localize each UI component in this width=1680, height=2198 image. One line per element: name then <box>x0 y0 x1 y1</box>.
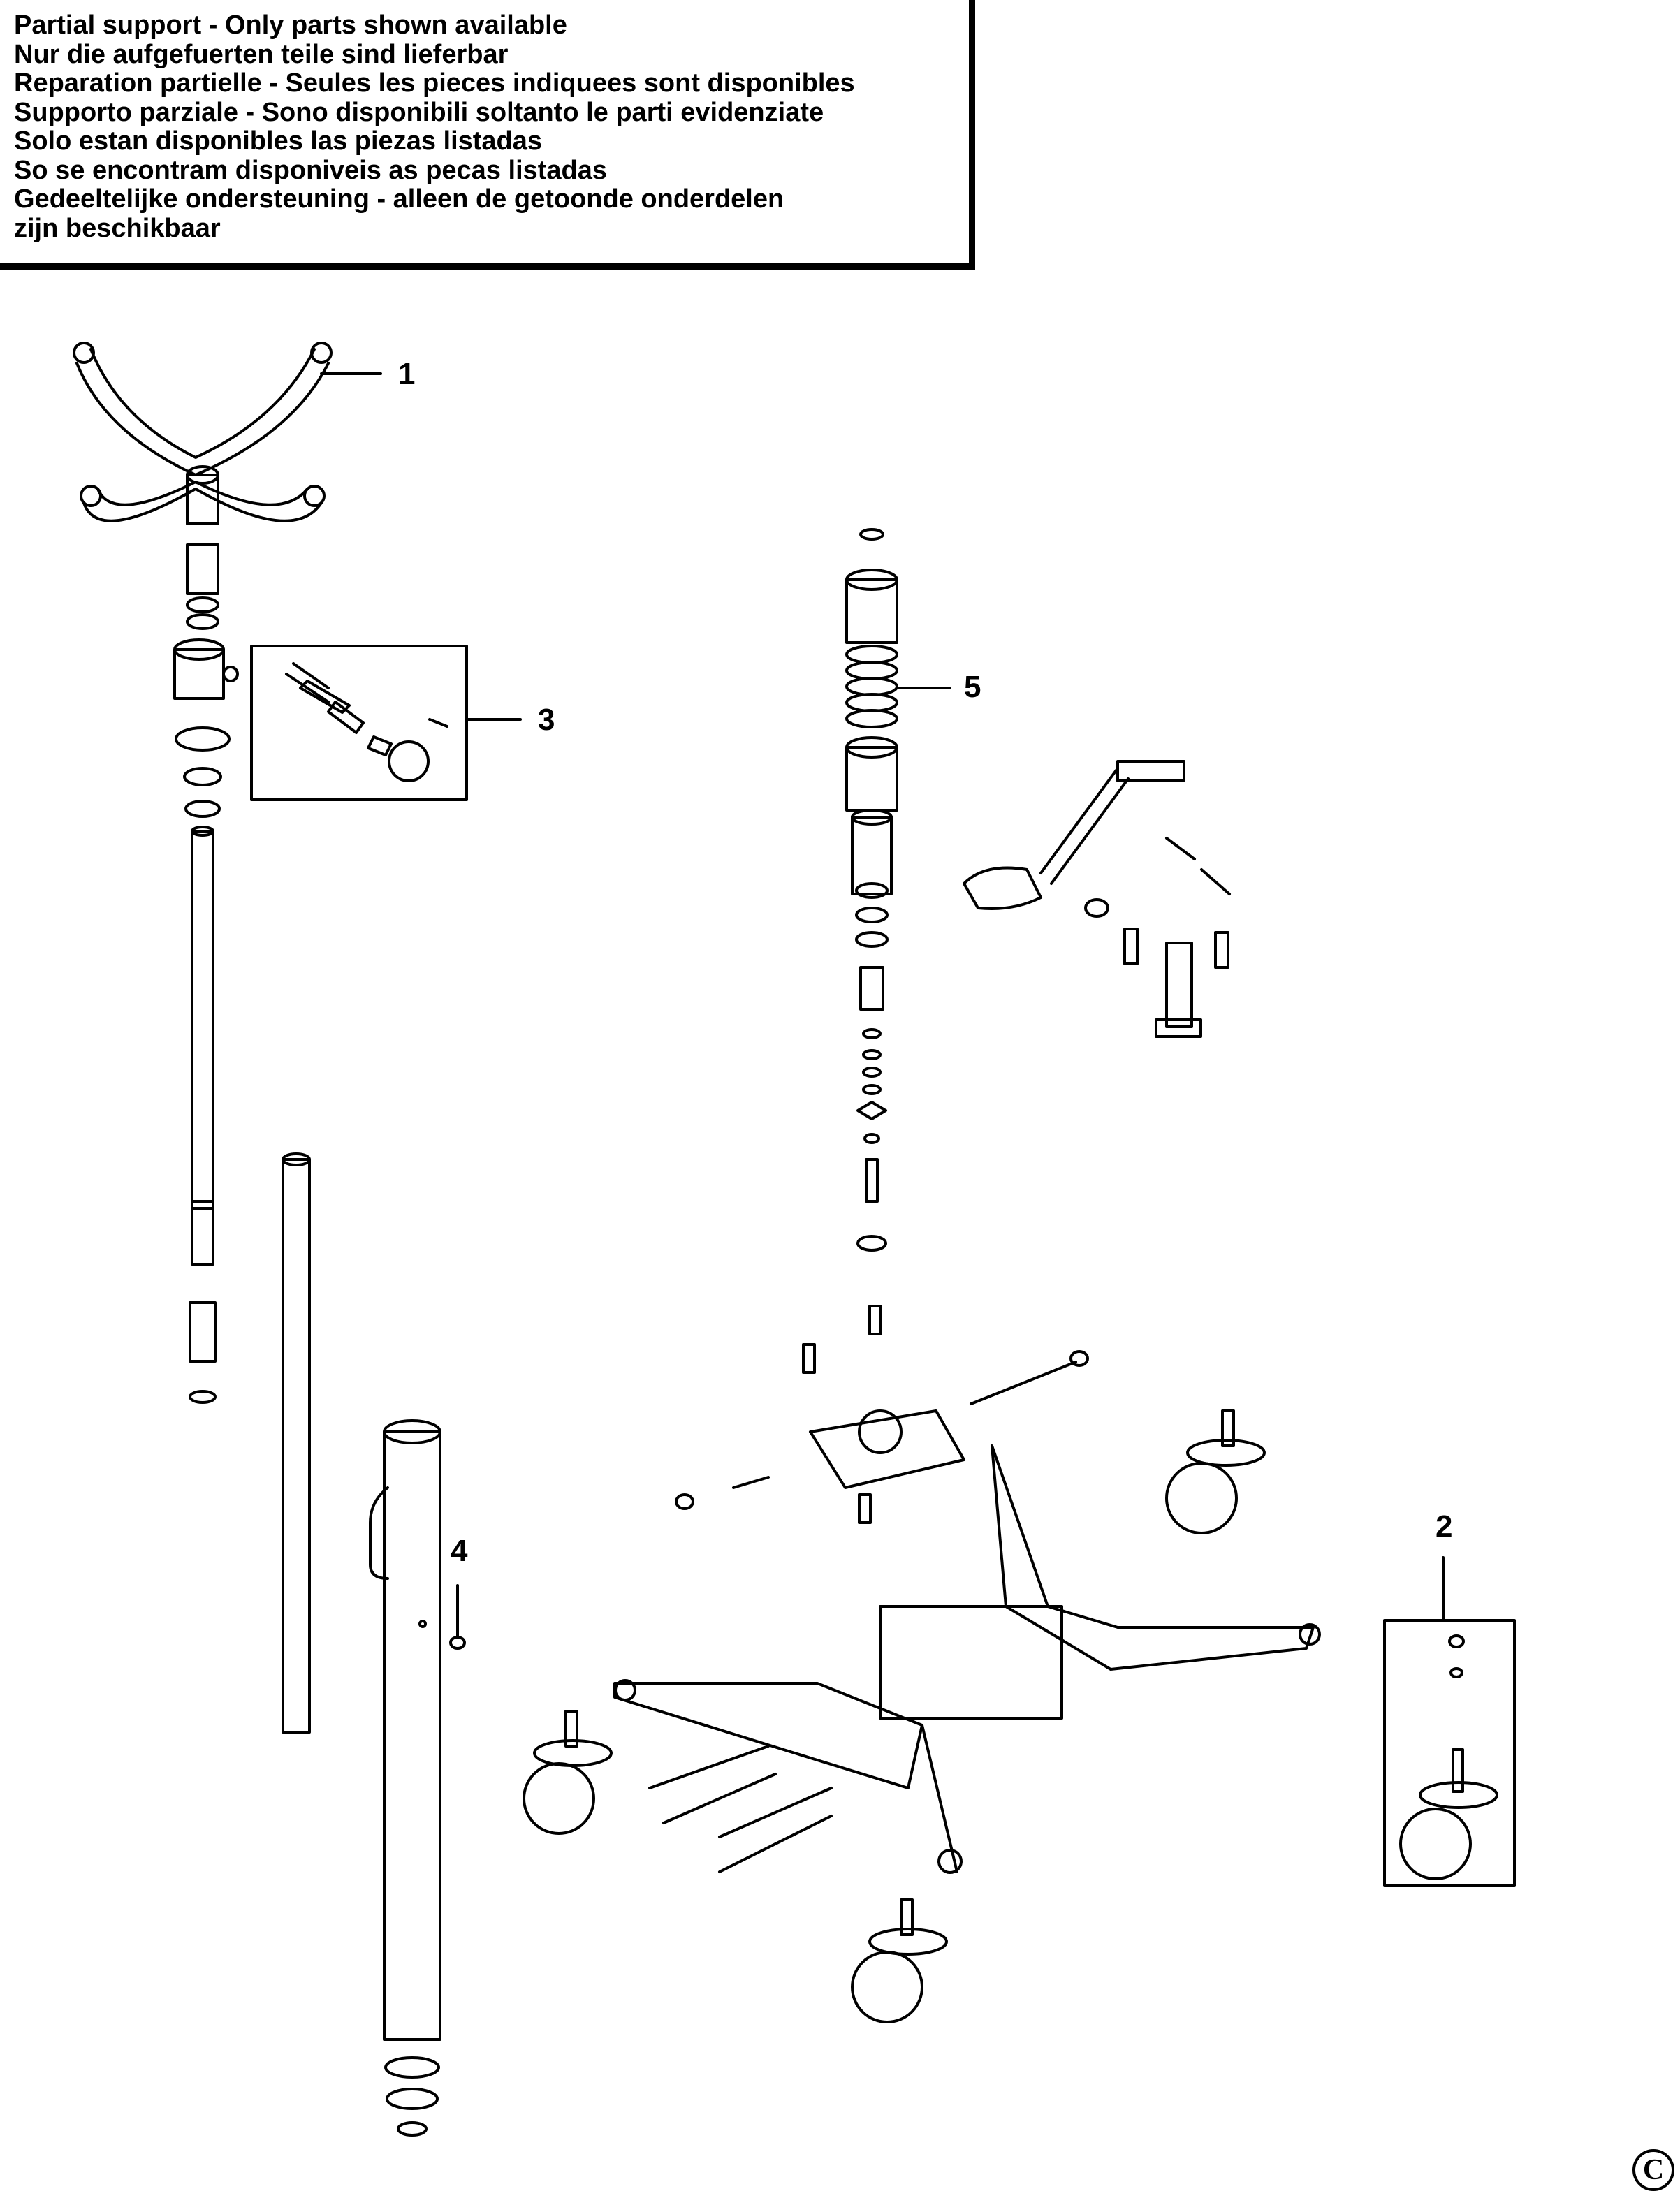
notice-line-pt: So se encontram disponiveis as pecas lis… <box>14 155 608 185</box>
notice-line-nl: Gedeeltelijke ondersteuning - alleen de … <box>14 184 784 214</box>
notice-line-nl-cont: zijn beschikbaar <box>14 213 221 243</box>
part-3-valve-detail <box>250 645 522 801</box>
notice-line-it: Supporto parziale - Sono disponibili sol… <box>14 97 824 127</box>
partial-support-notice: Partial support - Only parts shown avail… <box>0 0 972 267</box>
caster-front-left <box>523 1710 613 1835</box>
notice-line-es: Solo estan disponibles las piezas listad… <box>14 126 543 156</box>
callout-4: 4 <box>451 1534 468 1568</box>
callout-3: 3 <box>538 703 555 737</box>
notice-line-fr: Reparation partielle - Seules les pieces… <box>14 68 855 98</box>
part-4-outer-column <box>369 1419 466 2137</box>
callout-2: 2 <box>1436 1509 1452 1544</box>
callout-1: 1 <box>398 357 415 391</box>
callout-5: 5 <box>964 670 981 704</box>
rod-component <box>282 1152 311 1734</box>
copyright-mark: C <box>1632 2149 1674 2191</box>
caster-right <box>1165 1409 1266 1534</box>
caster-front-center <box>851 1898 948 2023</box>
part-5-spring-stack <box>845 528 951 1252</box>
base-frame-legs <box>613 1444 1321 1874</box>
notice-line-en: Partial support - Only parts shown avail… <box>14 10 567 40</box>
base-plate-assembly <box>675 1305 1089 1524</box>
left-column-components <box>173 543 239 1404</box>
caster-wheels <box>523 1409 1266 2023</box>
notice-line-de: Nur die aufgefuerten teile sind lieferba… <box>14 39 509 69</box>
part-2-caster-detail <box>1383 1556 1516 1887</box>
part-1-cradle-fork <box>73 342 382 525</box>
pedal-assembly <box>963 760 1231 1038</box>
